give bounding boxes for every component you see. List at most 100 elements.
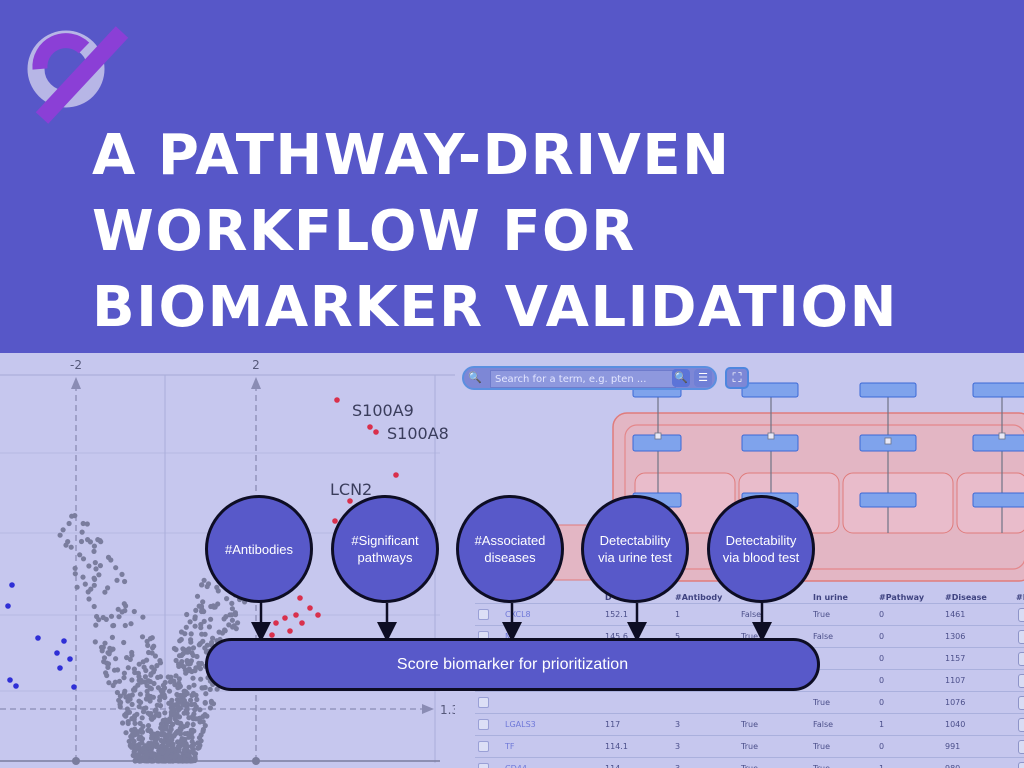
row-checkbox[interactable]	[478, 741, 489, 752]
volcano-point	[162, 710, 168, 716]
volcano-point	[192, 623, 198, 629]
volcano-point	[144, 752, 150, 758]
volcano-point	[139, 715, 145, 721]
volcano-point	[85, 589, 91, 595]
volcano-point	[151, 753, 157, 759]
volcano-point	[140, 659, 146, 665]
row-checkbox[interactable]	[478, 719, 489, 730]
volcano-point	[210, 635, 216, 641]
volcano-point	[234, 538, 240, 544]
volcano-point	[251, 512, 257, 518]
table-cell-pathway: 0	[879, 742, 885, 751]
volcano-point	[168, 724, 174, 730]
table-header[interactable]: In urine	[813, 593, 848, 602]
table-cell-disease: 1157	[945, 654, 966, 663]
table-cell-antibody: 3	[675, 720, 681, 729]
volcano-point	[176, 653, 183, 659]
search-input[interactable]	[490, 370, 676, 388]
volcano-point	[254, 534, 260, 540]
volcano-point	[145, 642, 151, 648]
volcano-point	[145, 723, 152, 729]
volcano-point	[177, 757, 183, 763]
volcano-point	[93, 622, 99, 628]
table-header[interactable]: D	[605, 593, 612, 602]
volcano-point	[165, 674, 171, 680]
volcano-point	[5, 603, 11, 609]
volcano-point	[173, 657, 179, 664]
alpha-logo-icon	[27, 26, 129, 124]
volcano-point	[72, 513, 78, 519]
volcano-point	[235, 543, 241, 549]
volcano-point	[239, 534, 245, 541]
volcano-point	[184, 722, 190, 729]
pathway-browser-panel: 🔍 🔍 ☰ ⛶ D #Antibody In urine #Pathway #D…	[455, 353, 1024, 768]
table-header[interactable]: #L	[1016, 593, 1024, 602]
table-cell-gene[interactable]: CXCL8	[505, 610, 531, 619]
volcano-point	[68, 544, 74, 550]
volcano-point	[78, 538, 85, 545]
row-action-button[interactable]	[1018, 696, 1024, 710]
volcano-point	[142, 743, 148, 749]
table-cell-in-urine: True	[813, 742, 830, 751]
row-action-button[interactable]	[1018, 608, 1024, 622]
volcano-point	[102, 640, 108, 646]
volcano-point	[121, 670, 127, 676]
table-cell-gene[interactable]: CD44	[505, 764, 527, 768]
volcano-point	[126, 709, 133, 715]
volcano-point	[176, 706, 182, 712]
row-action-button[interactable]	[1018, 718, 1024, 732]
row-checkbox[interactable]	[478, 697, 489, 708]
volcano-point	[116, 678, 123, 684]
volcano-point	[183, 689, 189, 695]
row-action-button[interactable]	[1018, 762, 1024, 768]
table-cell-pathway: 0	[879, 610, 885, 619]
table-header[interactable]: #Disease	[945, 593, 987, 602]
table-header[interactable]: #Pathway	[879, 593, 925, 602]
volcano-point	[138, 758, 144, 764]
volcano-point	[129, 744, 135, 750]
search-icon[interactable]: 🔍	[672, 369, 690, 387]
fit-screen-icon[interactable]: ⛶	[725, 367, 749, 389]
volcano-point	[201, 608, 207, 615]
volcano-point	[186, 668, 192, 674]
volcano-point	[144, 688, 150, 694]
row-action-button[interactable]	[1018, 740, 1024, 754]
volcano-point	[191, 682, 197, 688]
volcano-point	[253, 520, 259, 526]
table-cell-antibody: 3	[675, 742, 681, 751]
volcano-point	[192, 614, 198, 620]
volcano-point	[123, 603, 129, 609]
table-header[interactable]: #Antibody	[675, 593, 723, 602]
magnifier-icon: 🔍	[468, 371, 482, 384]
table-cell-antibody: 3	[675, 764, 680, 768]
volcano-point	[133, 752, 139, 758]
volcano-point	[113, 565, 119, 571]
hamburger-icon[interactable]: ☰	[694, 369, 712, 387]
volcano-point	[159, 689, 165, 695]
table-cell-score: 152.1	[605, 610, 628, 619]
volcano-point	[92, 560, 98, 566]
volcano-point	[91, 543, 97, 549]
row-checkbox[interactable]	[478, 609, 489, 620]
volcano-point	[162, 724, 168, 730]
row-action-button[interactable]	[1018, 674, 1024, 688]
volcano-point	[105, 664, 111, 670]
volcano-point	[212, 561, 218, 567]
volcano-point	[171, 702, 177, 708]
row-action-button[interactable]	[1018, 630, 1024, 644]
volcano-point	[232, 552, 238, 558]
volcano-point	[128, 621, 134, 627]
row-checkbox[interactable]	[478, 763, 489, 768]
volcano-point	[157, 694, 163, 700]
volcano-point	[181, 664, 187, 670]
table-row[interactable]: CD441143TrueTrue1980	[475, 757, 1024, 768]
volcano-point	[57, 532, 63, 538]
table-cell-gene[interactable]: LGALS3	[505, 720, 536, 729]
table-cell-gene[interactable]: TF	[505, 742, 515, 751]
row-action-button[interactable]	[1018, 652, 1024, 666]
